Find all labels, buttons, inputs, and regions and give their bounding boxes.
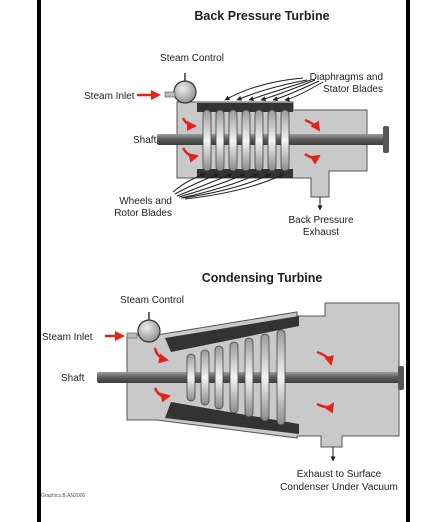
bp-upper-diaphragm-rim [197, 103, 293, 112]
bp-shaft-flange [383, 126, 389, 153]
cd-shaft-flange [398, 366, 404, 390]
bp-wheels-label-1: Wheels and [119, 196, 172, 207]
cd-exhaust-label-1: Exhaust to Surface [297, 469, 382, 480]
bp-diaphragms-label-2: Stator Blades [323, 84, 383, 95]
cd-steam-control-valve [137, 319, 161, 343]
cd-rotor-blades [186, 329, 286, 426]
condensing-turbine: Condensing Turbine [42, 271, 404, 493]
bp-exhaust-label-1: Back Pressure [288, 215, 353, 226]
left-border [37, 0, 41, 522]
turbine-diagrams: Back Pressure Turbine [41, 9, 404, 499]
bp-steam-flow-arrows [137, 90, 321, 165]
bp-inlet-pipe [164, 91, 176, 98]
graphics-credit: Graphics.B.AN2006 [41, 493, 85, 499]
back-pressure-turbine: Back Pressure Turbine [84, 9, 389, 238]
cd-steam-flow-arrows [105, 331, 335, 414]
bp-steam-control-valve [173, 80, 197, 104]
cd-inlet-pipe [126, 332, 138, 339]
cd-upper-diaphragm-rim [165, 316, 299, 352]
bp-exhaust-label-2: Exhaust [303, 227, 339, 238]
turbine-diagram-page: Back Pressure Turbine [37, 0, 409, 522]
bp-steam-inlet-label: Steam Inlet [84, 91, 135, 102]
back-pressure-title: Back Pressure Turbine [194, 9, 329, 23]
bp-rotor-blades [202, 109, 290, 172]
cd-shaft-label: Shaft [61, 373, 85, 384]
bp-wheels-label-2: Rotor Blades [114, 208, 172, 219]
bp-steam-control-label: Steam Control [160, 53, 224, 64]
bp-diaphragms-label-1: Diaphragms and [310, 72, 383, 83]
bp-diaphragm-callouts [224, 77, 324, 102]
right-border [406, 0, 410, 522]
cd-steam-control-label: Steam Control [120, 295, 184, 306]
cd-steam-inlet-label: Steam Inlet [42, 332, 93, 343]
bp-shaft-label: Shaft [133, 135, 157, 146]
cd-exhaust-label-2: Condenser Under Vacuum [280, 482, 398, 493]
bp-wheel-callouts [172, 173, 285, 200]
condensing-title: Condensing Turbine [202, 271, 323, 285]
cd-lower-diaphragm-rim [165, 402, 299, 434]
